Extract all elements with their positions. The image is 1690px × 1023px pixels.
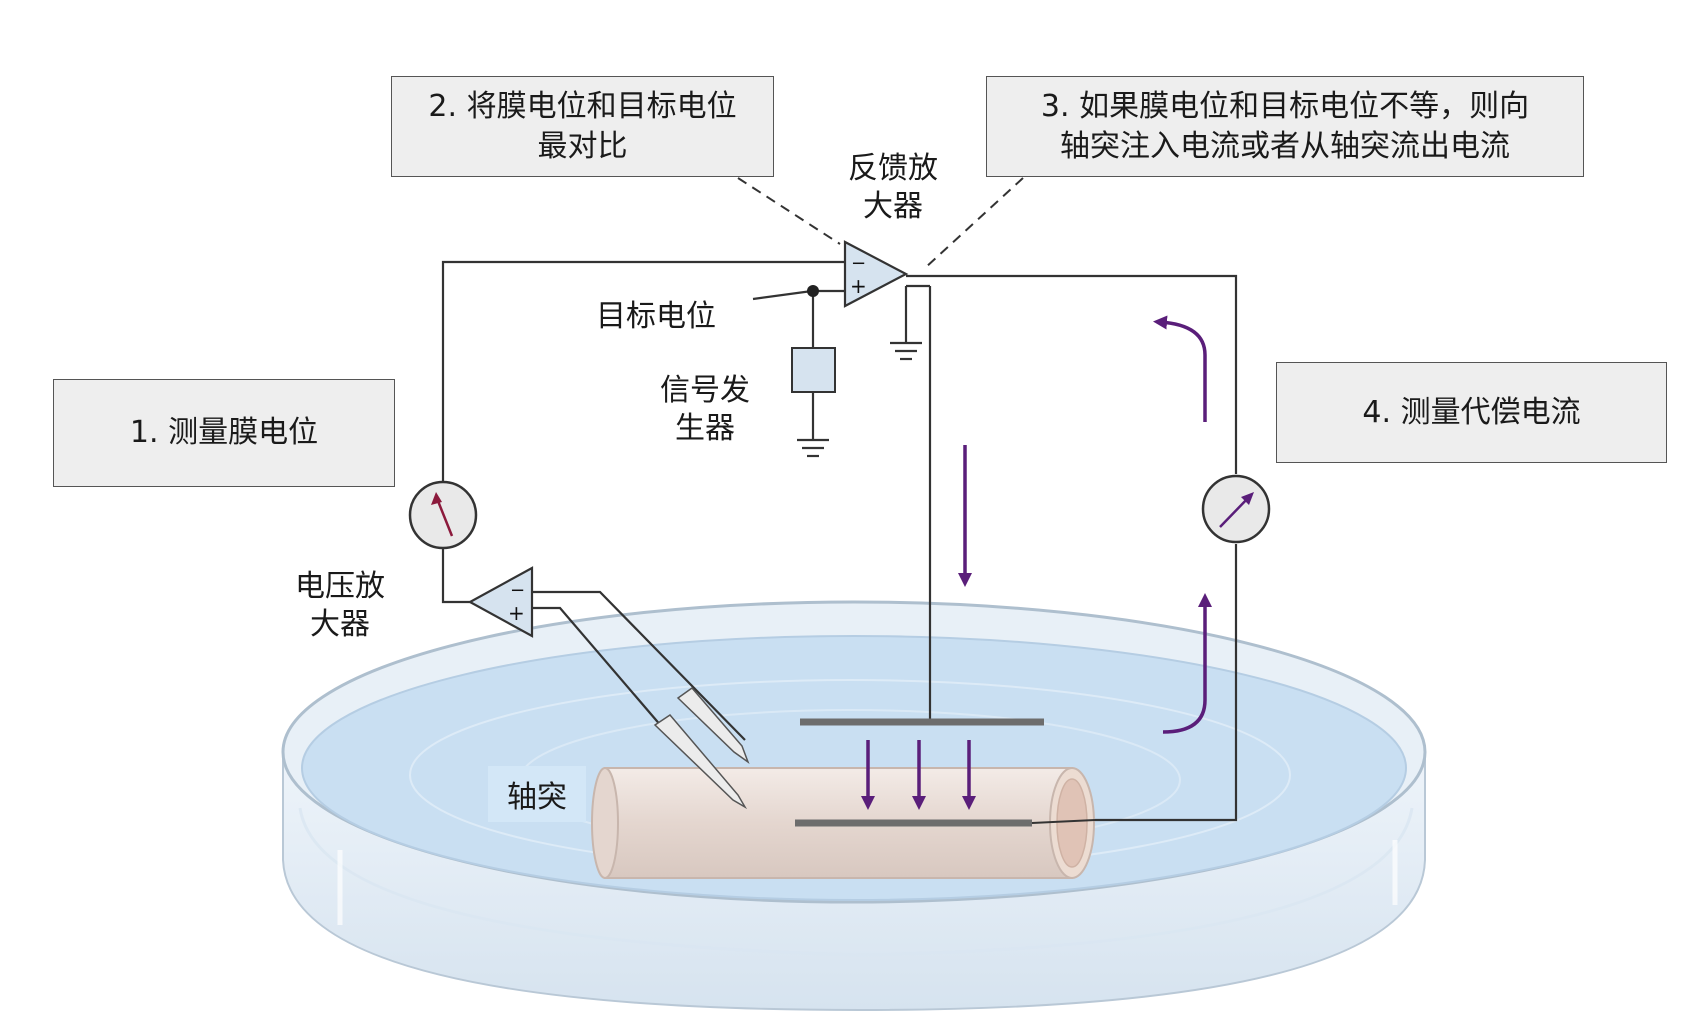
step4-box: 4. 测量代偿电流	[1276, 362, 1667, 463]
voltage-amplifier-label: 电压放 大器	[295, 569, 385, 642]
step2-box: 2. 将膜电位和目标电位 最对比	[391, 76, 774, 177]
current-arrows	[861, 315, 1212, 810]
voltmeter-icon	[408, 480, 478, 550]
feedback-amp-minus: −	[851, 253, 866, 274]
signal-generator-box	[791, 347, 836, 393]
target-potential-label: 目标电位	[596, 299, 716, 334]
ammeter-icon	[1201, 474, 1271, 544]
voltage-amp-minus: −	[510, 580, 525, 601]
junction-dot	[807, 285, 819, 297]
circuit-wires	[441, 260, 1238, 822]
arrow-up-return	[1162, 593, 1212, 734]
microelectrode-2	[653, 714, 748, 810]
microelectrode-1	[676, 686, 750, 765]
ground-symbol-feedback	[890, 312, 922, 361]
feedback-amp-plus: +	[850, 274, 867, 298]
feedback-amplifier: − +	[843, 240, 909, 308]
axial-wire-exit	[1031, 819, 1096, 824]
voltage-amp-plus: +	[508, 601, 525, 625]
step3-box: 3. 如果膜电位和目标电位不等，则向 轴突注入电流或者从轴突流出电流	[986, 76, 1584, 177]
voltage-amplifier: − +	[467, 566, 534, 638]
step1-box: 1. 测量膜电位	[53, 379, 395, 487]
callout-lines	[737, 177, 1024, 269]
feedback-amplifier-label: 反馈放 大器	[848, 151, 938, 224]
arrow-up-curved	[1153, 315, 1207, 422]
signal-generator-label: 信号发 生器	[660, 373, 750, 446]
ground-symbol-signal	[797, 432, 829, 458]
axon-label: 轴突	[488, 766, 586, 822]
